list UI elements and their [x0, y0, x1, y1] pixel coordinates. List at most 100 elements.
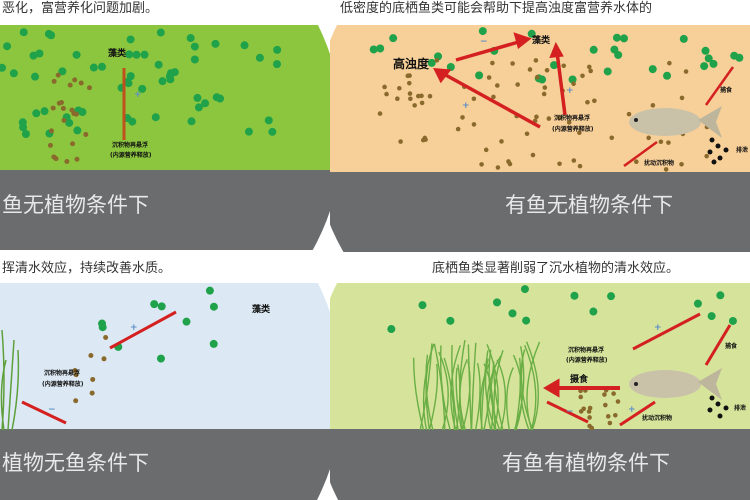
algae-dot	[205, 286, 214, 295]
minus-sign: −	[566, 407, 574, 417]
algae-dot	[3, 42, 12, 51]
algae-dot	[478, 27, 487, 36]
algae-label: 藻类	[108, 47, 127, 59]
particle-dot	[88, 353, 94, 359]
algae-dot	[193, 93, 202, 102]
condition-label: 有鱼有植物条件下	[502, 451, 670, 475]
particle-dot	[56, 100, 62, 106]
particle-dot	[407, 91, 413, 96]
algae-dot	[35, 49, 44, 58]
particle-dot	[544, 67, 550, 73]
algae-dot	[701, 46, 710, 55]
sediment-sub-label: (内源营养释放)	[42, 380, 84, 388]
algae-label: 藻类	[532, 34, 551, 46]
particle-dot	[103, 335, 109, 341]
algae-dot	[154, 60, 163, 69]
algae-dot	[156, 28, 165, 37]
particle-dot	[101, 356, 107, 362]
grass-blade	[461, 361, 471, 431]
plant-icon	[413, 339, 541, 431]
particle-dot	[427, 93, 433, 99]
grass-blade	[484, 358, 496, 431]
particle-dot	[611, 391, 616, 396]
grass-blade	[470, 342, 477, 431]
algae-dot	[570, 291, 579, 300]
algae-dot	[157, 302, 166, 311]
algae-dot	[156, 354, 165, 363]
particle-dot	[74, 156, 80, 162]
particle-dot	[434, 58, 440, 63]
particle-dot	[47, 142, 53, 148]
particle-dot	[586, 64, 592, 70]
minus-sign: −	[48, 405, 56, 415]
grass-blade	[443, 357, 456, 431]
particle-dot	[87, 85, 93, 91]
particle-dot	[406, 80, 412, 86]
particle-dot	[398, 139, 403, 144]
algae-dot	[538, 75, 547, 84]
algae-dot	[209, 302, 218, 311]
algae-dot	[527, 29, 536, 38]
panel-fish-no-plants-left: 藻类 + 沉积物再悬浮 (内源营养释放) 鱼无植物条件下	[0, 25, 330, 250]
predation-label: 摄食	[570, 373, 589, 385]
particle-dot	[704, 153, 709, 159]
particle-dot	[589, 425, 595, 431]
condition-label: 有鱼无植物条件下	[505, 193, 673, 217]
particle-dot	[556, 115, 562, 121]
sediment-sub-label: (内源营养释放)	[566, 356, 608, 364]
algae-dot	[40, 107, 49, 116]
algae-dot	[446, 316, 455, 325]
particle-dot	[683, 69, 689, 74]
particle-dot	[578, 409, 584, 414]
algae-dot	[603, 67, 612, 76]
particle-dot	[377, 111, 383, 116]
algae-dot	[194, 103, 203, 112]
algae-dot	[190, 55, 199, 64]
particle-dot	[471, 96, 477, 102]
particle-dot	[615, 399, 621, 404]
particle-dot	[70, 141, 76, 147]
algae-dot	[89, 63, 98, 72]
particle-dot	[679, 95, 685, 101]
particle-dot	[605, 414, 611, 419]
excretion-label: 排泄	[736, 146, 748, 154]
algae-dot	[610, 45, 619, 54]
particle-dot	[602, 392, 607, 397]
algae-dot	[9, 69, 18, 78]
algae-dot	[255, 53, 264, 62]
particle-dot	[530, 152, 536, 158]
particle-dot	[419, 100, 425, 106]
algae-dot	[186, 34, 195, 43]
particle-dot	[588, 68, 593, 74]
particle-dot	[515, 82, 520, 87]
algae-dot	[520, 285, 529, 294]
algae-dot	[72, 50, 81, 59]
particle-dot	[61, 117, 67, 123]
grass-blade	[486, 344, 499, 431]
algae-dot	[550, 61, 559, 70]
algae-dot	[240, 41, 249, 50]
panel-fish-no-plants: 藻类 高浊度 − + + 沉积物再悬浮 (内源营养释放) 捕食 扰动沉积物 排泄…	[330, 25, 750, 252]
particle-dot	[55, 72, 61, 78]
grass-blade	[451, 344, 459, 431]
particle-dot	[658, 139, 664, 145]
particle-dot	[580, 73, 585, 79]
algae-dot	[201, 99, 210, 108]
grass-blade	[474, 362, 481, 431]
grass-blade	[422, 343, 435, 431]
algae-dot	[158, 77, 167, 86]
algae-dot	[73, 126, 82, 135]
particle-dot	[83, 131, 89, 137]
algae-dot	[693, 299, 702, 308]
caption-bottom-right: 底栖鱼类显著削弱了沉水植物的清水效应。	[432, 260, 679, 276]
plus-sign: +	[628, 405, 636, 415]
particle-dot	[587, 405, 593, 411]
particle-dot	[524, 131, 530, 137]
grass-blade	[526, 341, 541, 431]
particle-dot	[587, 415, 592, 420]
algae-dot	[704, 54, 713, 63]
algae-dot	[607, 292, 616, 301]
particle-dot	[586, 409, 592, 414]
particle-dot	[557, 161, 562, 167]
algae-dot	[508, 309, 517, 318]
